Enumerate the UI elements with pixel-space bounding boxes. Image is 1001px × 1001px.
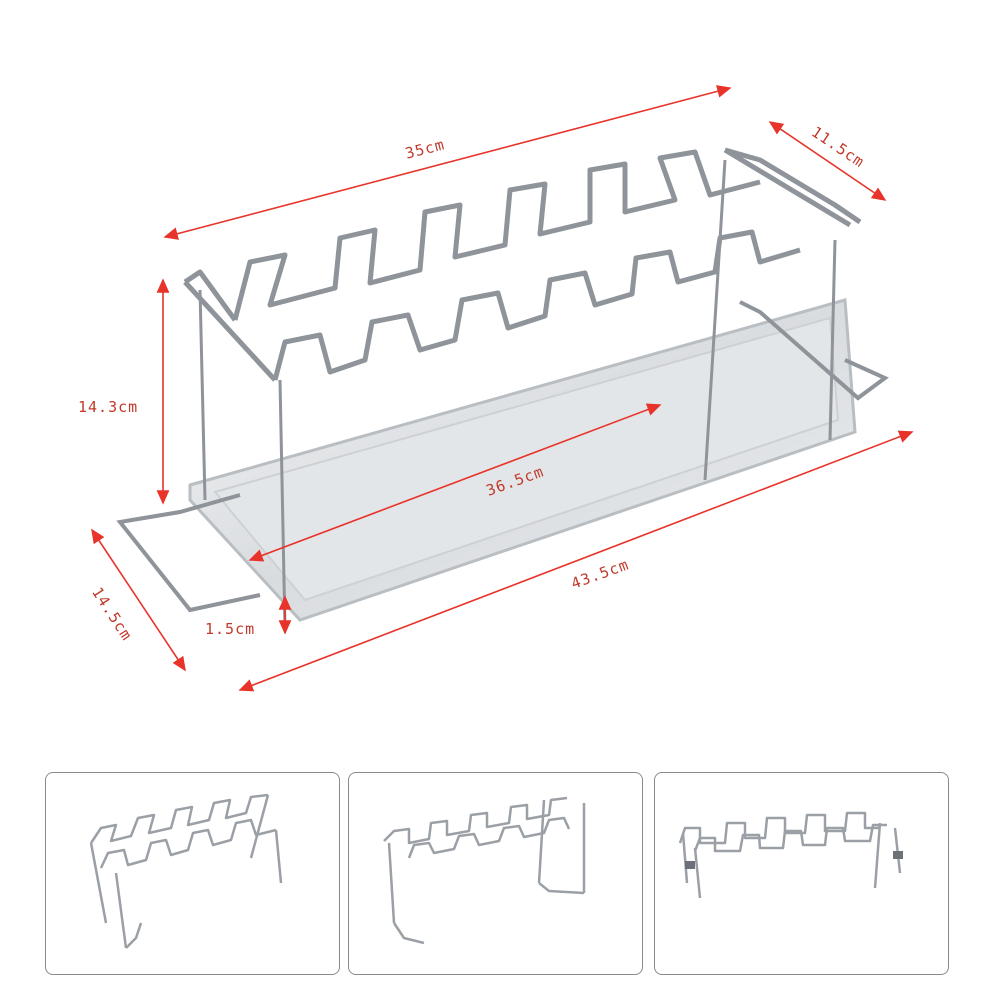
rack-front-view-image [678,811,903,899]
product-dimension-diagram: 35cm 11.5cm 14.3cm 36.5cm 43.5cm 14.5cm … [78,85,914,692]
drip-tray [116,298,889,622]
dimension-tray-depth: 1.5cm [205,620,256,638]
thumbnail-angle-view [45,772,340,975]
rack-angle-view-image [89,793,283,949]
rack-side-view-image [383,796,586,945]
thumbnail-side-view [348,772,643,975]
dimension-lines [91,85,914,692]
rack-illustration [91,85,914,692]
thumbnail-front-view [654,772,949,975]
dimension-height: 14.3cm [78,398,139,416]
